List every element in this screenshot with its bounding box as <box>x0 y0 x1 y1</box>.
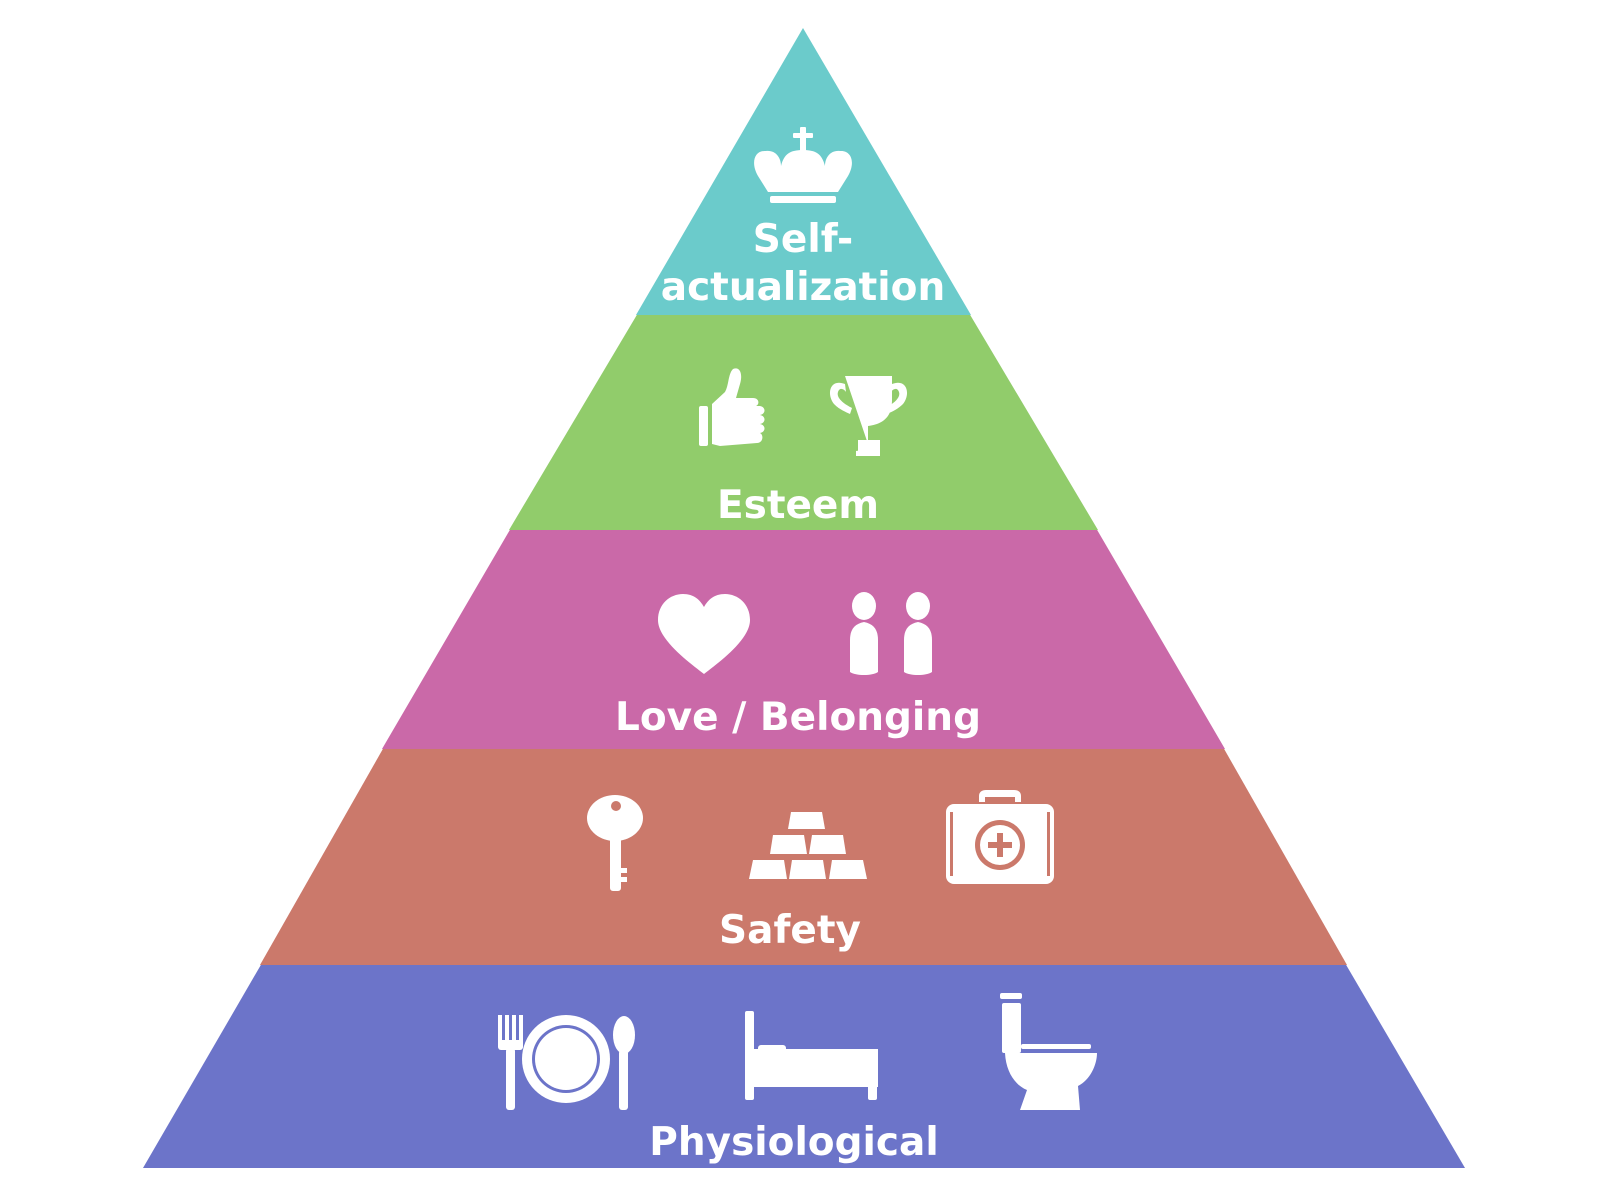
level-label-esteem: Esteem <box>717 483 879 528</box>
level-label-safety: Safety <box>719 908 861 953</box>
key-icon <box>587 795 643 891</box>
heart-icon <box>658 594 750 674</box>
toilet-icon <box>1000 993 1097 1110</box>
trophy-icon <box>829 376 908 456</box>
band-esteem <box>509 313 1098 530</box>
band-safety <box>260 747 1347 965</box>
level-label-self-actualization-line1: Self- <box>753 217 853 262</box>
bed-icon <box>745 1011 878 1100</box>
plate-icon <box>522 1015 610 1103</box>
level-label-physiological: Physiological <box>649 1120 938 1165</box>
level-label-love-belonging: Love / Belonging <box>615 695 981 740</box>
fork-icon <box>498 1015 523 1110</box>
crown-icon <box>754 127 852 203</box>
spoon-icon <box>613 1016 635 1110</box>
band-love-belonging <box>382 528 1225 749</box>
level-label-self-actualization-line2: actualization <box>661 265 945 310</box>
place-setting-icon <box>498 1015 635 1110</box>
first-aid-kit-icon <box>946 790 1054 884</box>
couple-icon <box>850 592 932 675</box>
thumbs-up-icon <box>699 368 765 446</box>
gold-bars-icon <box>749 812 867 879</box>
